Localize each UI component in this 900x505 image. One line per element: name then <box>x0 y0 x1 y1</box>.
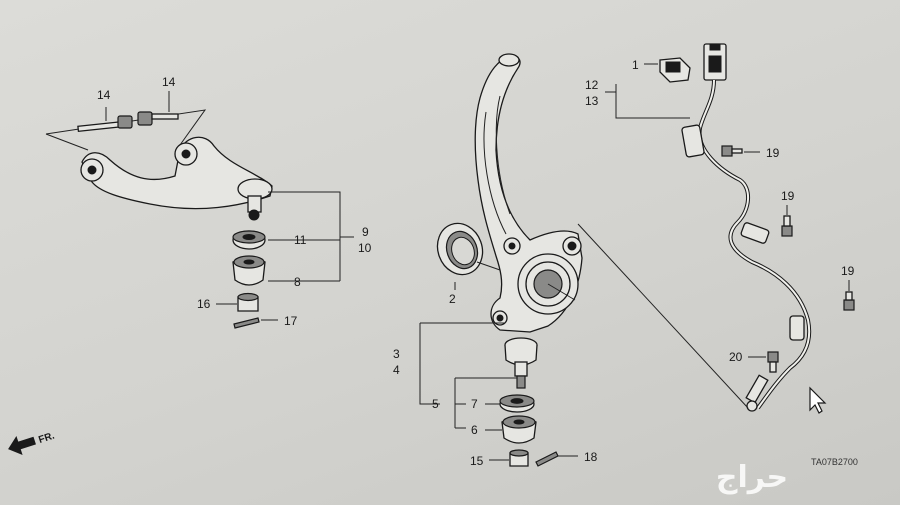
castle-nut-part-15 <box>489 449 529 467</box>
callout-13: 13 <box>585 94 599 108</box>
callout-5: 5 <box>432 397 439 411</box>
cotter-pin-part-17 <box>233 317 278 329</box>
callout-11: 11 <box>294 233 307 247</box>
bolt-part-19a <box>721 145 760 157</box>
callout-19b: 19 <box>781 189 795 203</box>
sensor-cable <box>697 79 812 410</box>
bolt-part-19b <box>781 205 793 237</box>
lower-ball-joint-part-5 <box>504 337 538 389</box>
drawing-code: TA07B2700 <box>811 457 858 467</box>
callout-1: 1 <box>632 58 639 72</box>
castle-nut-part-16 <box>216 292 259 312</box>
callout-10: 10 <box>358 241 372 255</box>
abs-sensor-group <box>577 43 855 412</box>
callout-19a: 19 <box>766 146 780 160</box>
bolt-part-19c <box>843 280 855 311</box>
callout-4: 4 <box>393 363 400 377</box>
callout-14a: 14 <box>97 88 111 102</box>
callout-2: 2 <box>449 292 456 306</box>
bolt-part-14a <box>77 115 133 132</box>
upper-arm-body <box>81 136 273 210</box>
boot-part-8 <box>232 255 266 286</box>
dust-seal-part-2 <box>436 222 501 290</box>
callout-9: 9 <box>362 225 369 239</box>
connector-part-1 <box>659 57 691 83</box>
seal-part-7 <box>485 394 535 413</box>
callout-18: 18 <box>584 450 598 464</box>
cotter-pin-part-18 <box>535 451 578 467</box>
upper-control-arm-group <box>45 91 354 282</box>
boot-part-6 <box>485 415 537 444</box>
steering-knuckle-group <box>474 53 583 333</box>
callout-20: 20 <box>729 350 743 364</box>
callout-12: 12 <box>585 78 599 92</box>
direction-label: FR. <box>37 430 56 446</box>
front-arrow-icon: FR. <box>8 430 56 455</box>
mouse-pointer-icon <box>809 386 827 414</box>
watermark-logo: حراج <box>716 460 788 495</box>
callout-3: 3 <box>393 347 400 361</box>
callout-7: 7 <box>471 397 478 411</box>
callout-15: 15 <box>470 454 484 468</box>
seal-part-11 <box>232 230 266 250</box>
callout-6: 6 <box>471 423 478 437</box>
callout-16: 16 <box>197 297 211 311</box>
callout-19c: 19 <box>841 264 855 278</box>
bolt-part-20 <box>748 351 779 373</box>
sensor-plug <box>703 43 727 81</box>
nut-part-14b <box>137 111 179 126</box>
callout-14b: 14 <box>162 75 176 89</box>
mount-plane-line-2 <box>45 133 89 151</box>
callout-8: 8 <box>294 275 301 289</box>
callout-17: 17 <box>284 314 298 328</box>
